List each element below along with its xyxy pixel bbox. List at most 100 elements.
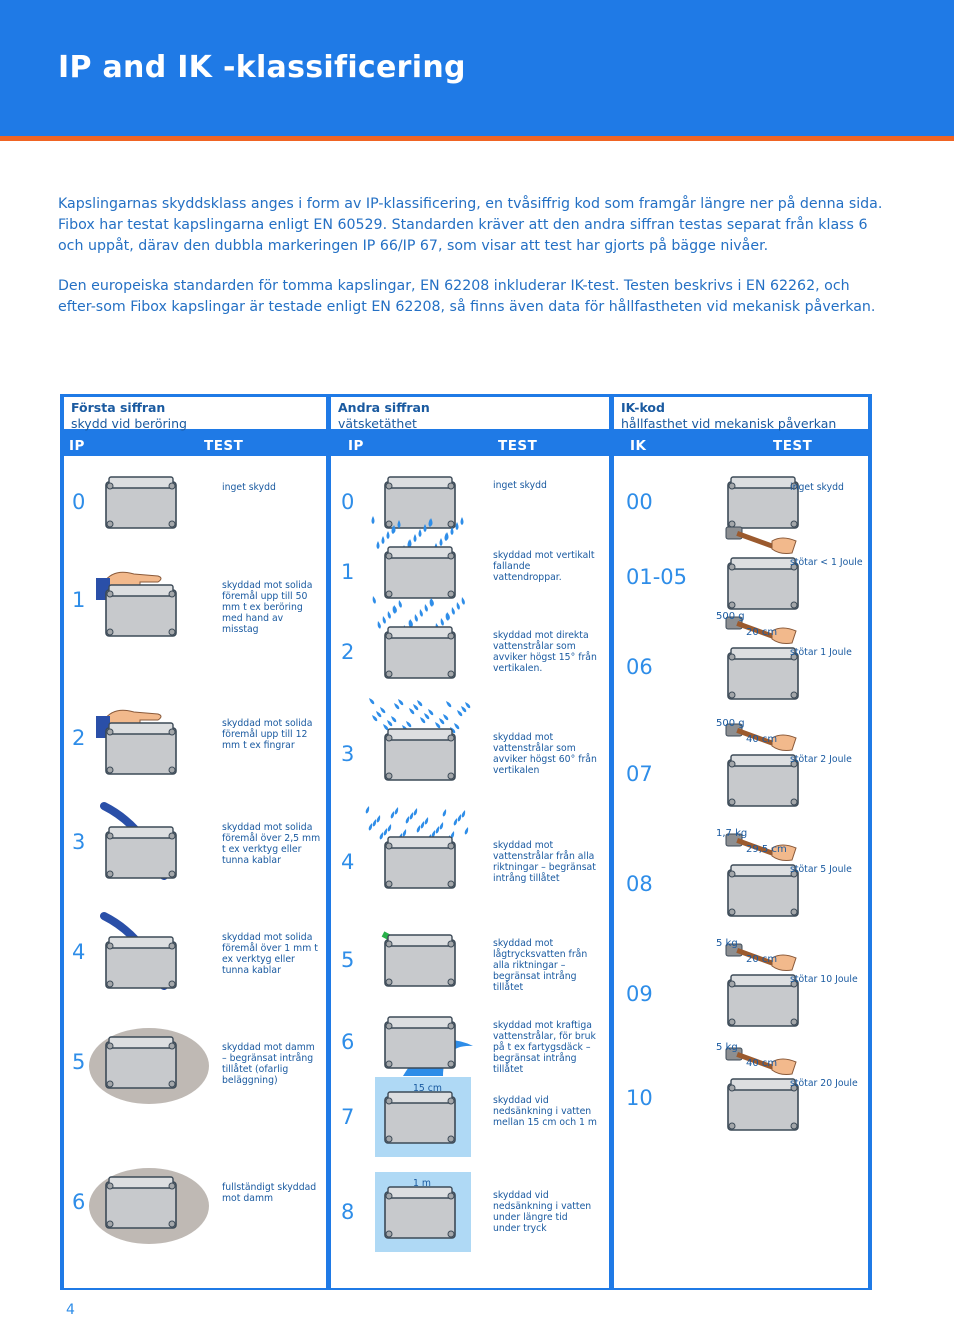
first-digit-subtitle: skydd vid beröring: [71, 416, 187, 431]
page-header: IP and IK -klassificering: [0, 0, 954, 141]
classification-row: 1 skyddad mot solida föremål upp till 50 …: [64, 571, 326, 664]
classification-code: 06: [626, 655, 653, 679]
hammer-icon: [725, 1047, 797, 1075]
classification-row: 1 skyddad mot vertikalt fallande vattendr…: [331, 516, 609, 636]
enclosure-box-icon: [105, 1176, 177, 1229]
hammer-weight-label: 5 kg: [716, 1042, 738, 1053]
test-description: stötar 20 Joule: [790, 1078, 858, 1089]
test-illustration: [100, 802, 177, 880]
enclosure-box-icon: [727, 557, 799, 610]
test-illustration: [89, 1028, 209, 1104]
test-description: inget skydd: [790, 482, 844, 493]
test-illustration: [96, 571, 177, 637]
classification-code: 1: [341, 560, 355, 584]
page-title: IP and IK -klassificering: [58, 50, 466, 85]
classification-row: 5 skyddad mot damm – begränsat intrång ti…: [64, 1028, 326, 1126]
enclosure-box-icon: [384, 934, 456, 987]
classification-table: Första siffran skydd vid beröring Andra …: [60, 394, 872, 1290]
hammer-weight-label: 1,7 kg: [716, 828, 748, 839]
test-description: skyddad mot vattenstrålar från alla rikt…: [493, 840, 596, 884]
test-description: skyddad mot damm – begränsat intrång til…: [222, 1042, 315, 1086]
test-description: stötar 10 Joule: [790, 974, 858, 985]
enclosure-box-icon: [105, 826, 177, 879]
hammer-icon: [725, 943, 797, 971]
classification-code: 2: [72, 726, 86, 750]
hammer-weight-label: 500 g: [716, 718, 745, 729]
test-description: fullständigt skyddad mot damm: [222, 1182, 317, 1204]
test-illustration: [89, 1168, 209, 1244]
enclosure-box-icon: [384, 546, 456, 599]
test-illustration: [365, 806, 469, 889]
classification-code: 2: [341, 640, 355, 664]
test-illustration: [725, 616, 799, 700]
drop-height-label: 20 cm: [746, 954, 778, 965]
ip-column-label: IP: [348, 438, 364, 454]
depth-label: 1 m: [413, 1178, 431, 1189]
classification-row: 0 inget skydd: [331, 476, 609, 566]
classification-code: 5: [341, 948, 355, 972]
test-description: skyddad mot solida föremål över 1 mm t e…: [222, 932, 318, 976]
classification-row: 6 fullständigt skyddad mot damm: [64, 1168, 326, 1266]
test-illustration: [381, 931, 456, 987]
test-illustration: [725, 1047, 799, 1131]
test-illustration: [384, 476, 456, 529]
intro-paragraph-2: Den europeiska standarden för tomma kaps…: [58, 278, 876, 315]
test-description: skyddad mot solida föremål upp till 50 m…: [222, 580, 313, 635]
enclosure-box-icon: [384, 836, 456, 889]
test-description: stötar < 1 Joule: [790, 557, 863, 568]
classification-code: 1: [72, 588, 86, 612]
test-column-label: TEST: [498, 438, 538, 454]
classification-code: 8: [341, 1200, 355, 1224]
ik-code-title: IK-kod: [621, 400, 665, 415]
hammer-weight-label: 5 kg: [716, 938, 738, 949]
drop-height-label: 40 cm: [746, 734, 778, 745]
water-drops-icon: [365, 806, 469, 843]
classification-code: 6: [72, 1190, 86, 1214]
classification-code: 10: [626, 1086, 653, 1110]
test-illustration: [372, 596, 465, 679]
test-description: stötar 2 Joule: [790, 754, 852, 765]
test-illustration: [105, 476, 177, 529]
intro-paragraph-1: Kapslingarnas skyddsklass anges i form a…: [58, 196, 883, 254]
water-drops-icon: [369, 698, 471, 734]
test-illustration: [727, 476, 799, 529]
test-description: skyddad mot direkta vattenstrålar som av…: [493, 630, 597, 674]
enclosure-box-icon: [384, 728, 456, 781]
hammer-icon: [725, 723, 797, 751]
test-description: skyddad mot vertikalt fallande vattendro…: [493, 550, 595, 583]
classification-code: 0: [341, 490, 355, 514]
first-digit-title: Första siffran: [71, 400, 166, 415]
ik-column-label: IK: [630, 438, 647, 454]
classification-code: 5: [72, 1050, 86, 1074]
second-digit-title: Andra siffran: [338, 400, 430, 415]
enclosure-box-icon: [105, 584, 177, 637]
classification-code: 07: [626, 762, 653, 786]
test-description: skyddad vid nedsänkning i vatten mellan …: [493, 1095, 597, 1128]
depth-label: 15 cm: [413, 1083, 442, 1094]
test-column-label: TEST: [773, 438, 813, 454]
ik-code-header: IK-kod hållfasthet vid mekanisk påverkan: [614, 397, 868, 431]
enclosure-box-icon: [384, 626, 456, 679]
classification-code: 08: [626, 872, 653, 896]
second-digit-header: Andra siffran vätsketäthet: [331, 397, 609, 431]
page-number: 4: [66, 1302, 75, 1318]
test-illustration: [725, 723, 799, 807]
hammer-icon: [725, 616, 797, 644]
test-description: inget skydd: [493, 480, 547, 491]
test-illustration: [375, 1172, 471, 1252]
classification-code: 0: [72, 490, 86, 514]
